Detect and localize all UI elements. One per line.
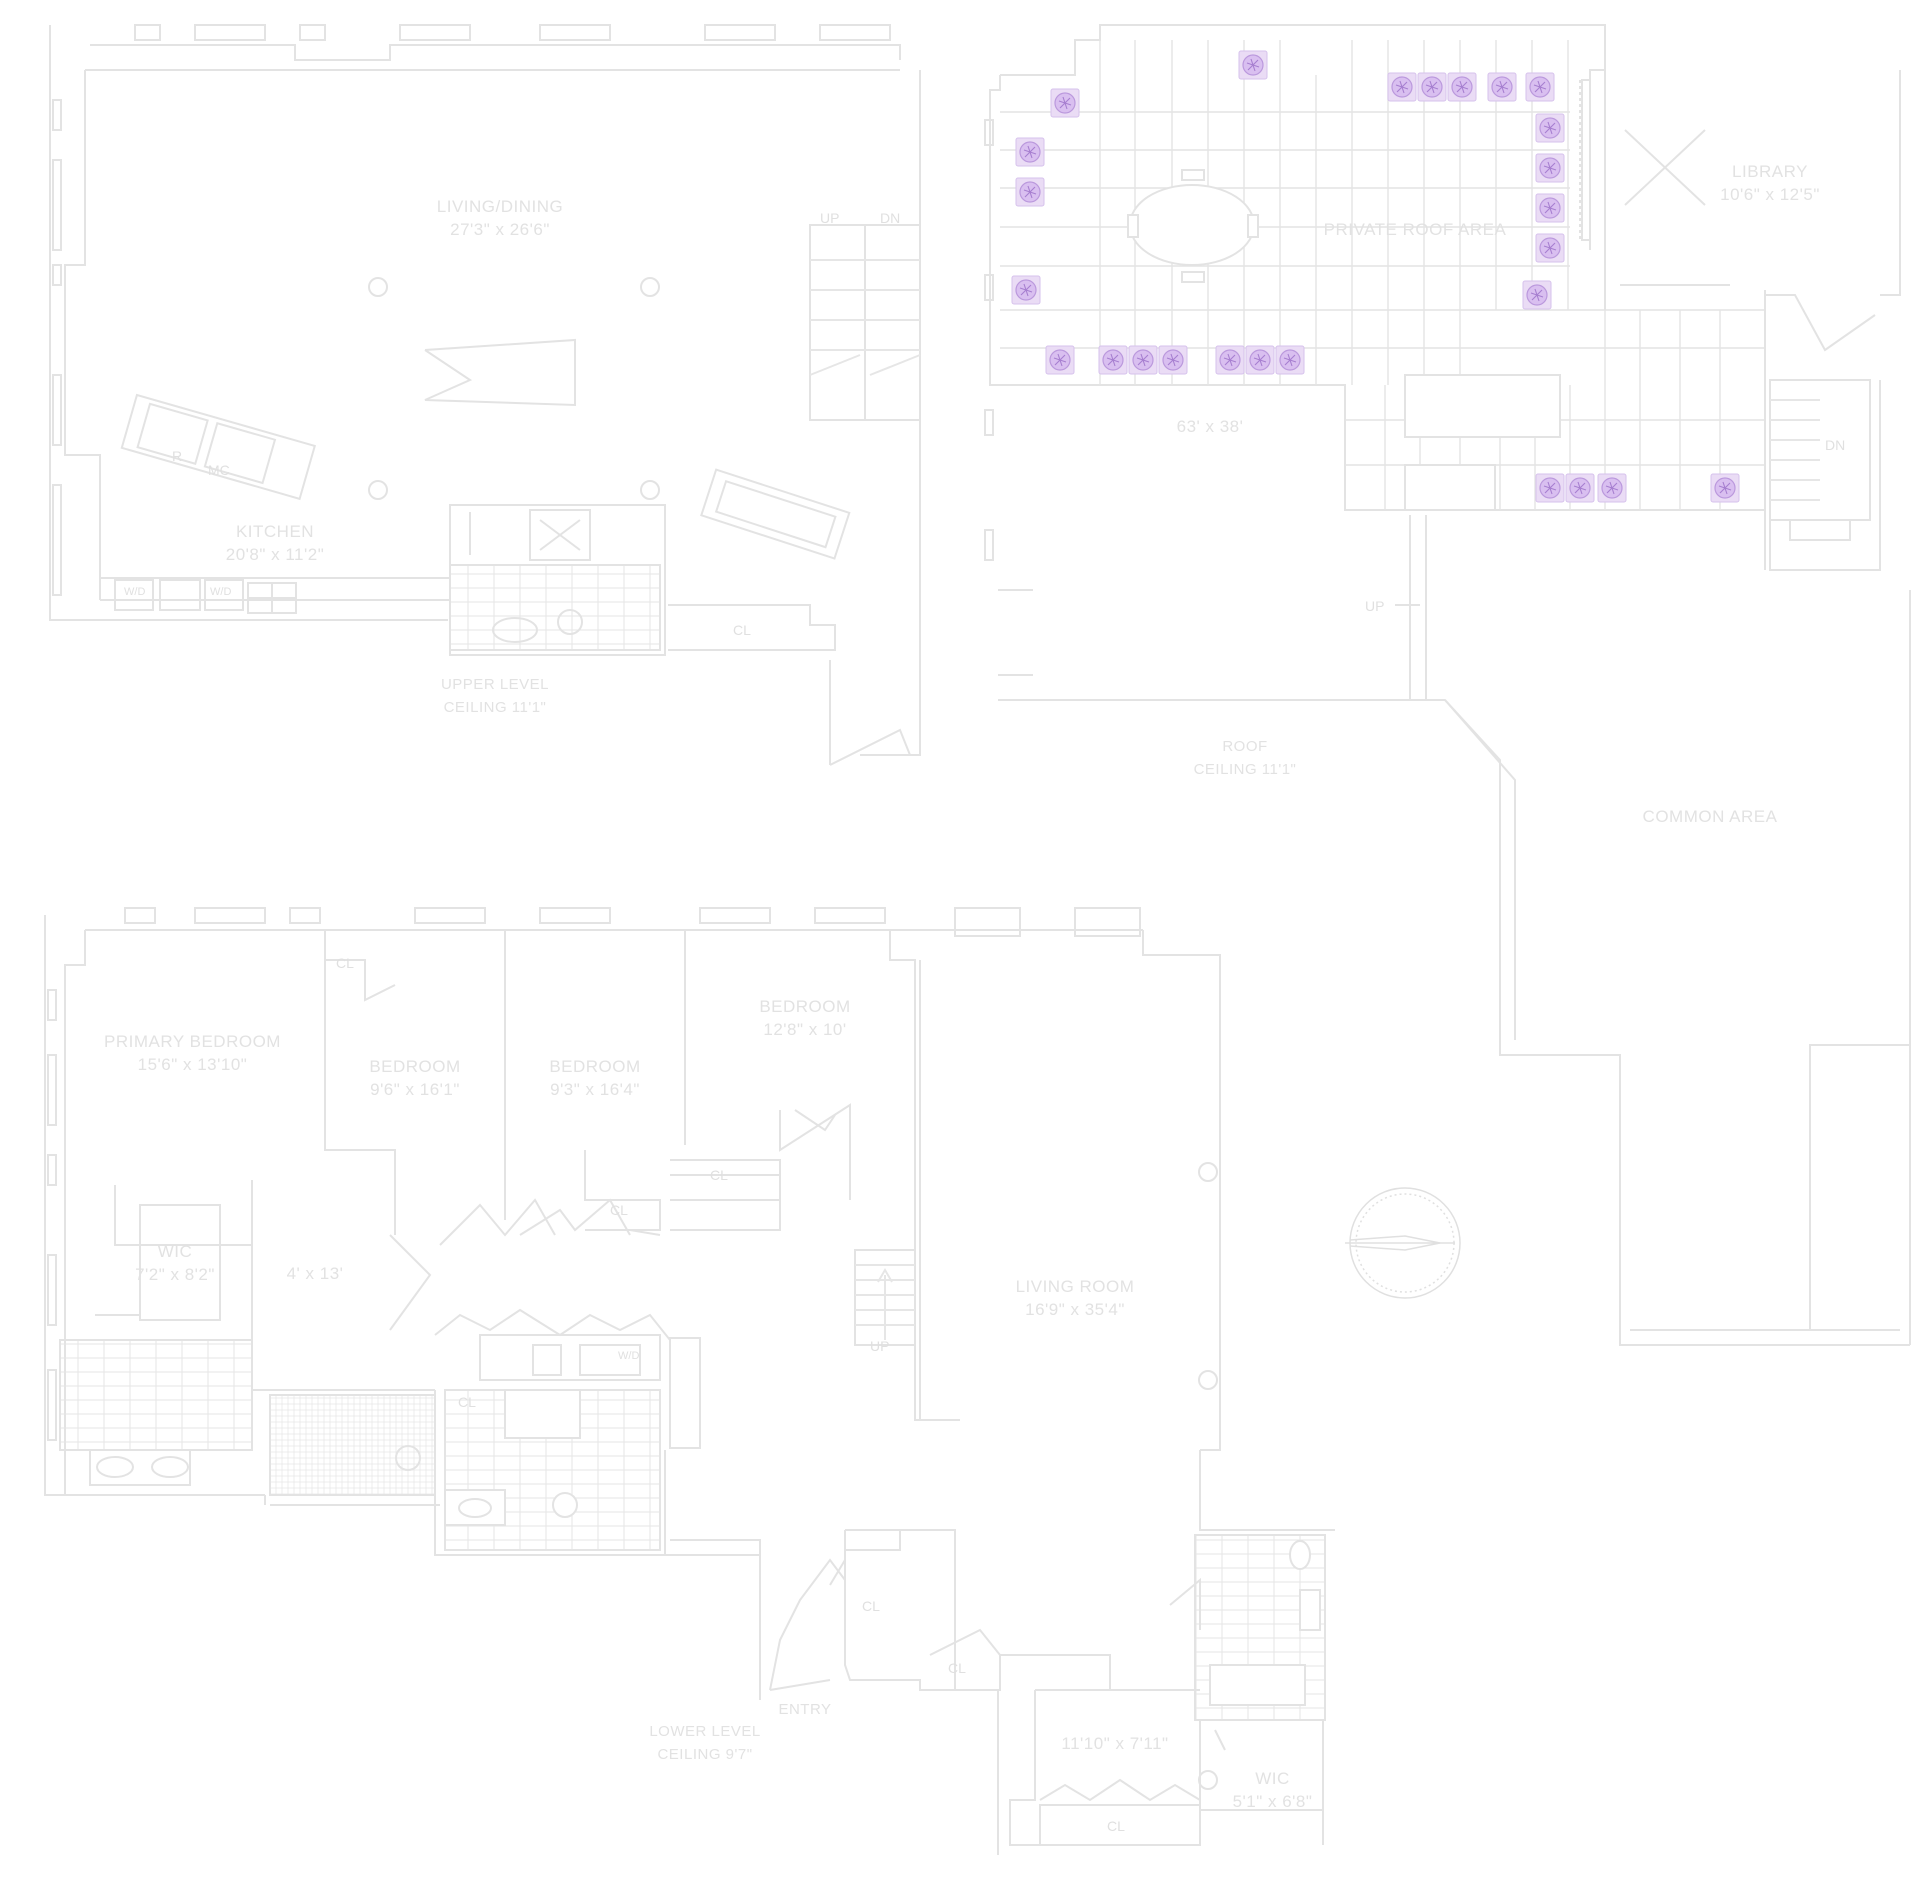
kitchen-label: KITCHEN 20'8" x 11'2" [200, 520, 350, 566]
upper-level-ceiling: CEILING 11'1" [443, 699, 547, 716]
bedroom-4-name: BEDROOM [759, 997, 851, 1016]
planters [1011, 50, 1740, 503]
common-area-name: COMMON AREA [1642, 807, 1778, 826]
primary-bedroom-label: PRIMARY BEDROOM 15'6" x 13'10" [95, 1030, 290, 1076]
upper-left-walls [49, 24, 921, 766]
up-tag-upper: UP [820, 210, 840, 226]
library-label: LIBRARY 10'6" x 12'5" [1690, 160, 1850, 206]
living-room-name: LIVING ROOM [1015, 1277, 1135, 1296]
closet-tag-upper: CL [733, 622, 751, 638]
closet-tag-bed4: CL [710, 1167, 728, 1183]
hall-label: 4' x 13' [270, 1262, 360, 1285]
bedroom-3-name: BEDROOM [549, 1057, 641, 1076]
upper-level-note: UPPER LEVEL CEILING 11'1" [420, 673, 570, 719]
wic-dims: 7'2" x 8'2" [135, 1265, 215, 1284]
closet-tag-bed3: CL [610, 1202, 628, 1218]
roof-corridor-walls [998, 515, 1911, 1346]
entry-name: ENTRY [778, 1701, 832, 1718]
living-room-label: LIVING ROOM 16'9" x 35'4" [995, 1275, 1155, 1321]
bedroom-4-dims: 12'8" x 10' [763, 1020, 847, 1039]
closet-tag-foyer: CL [862, 1598, 880, 1614]
entry-label: ENTRY [770, 1698, 840, 1721]
up-tag-lower: UP [870, 1338, 890, 1354]
bedroom-2-dims: 9'6" x 16'1" [370, 1080, 460, 1099]
dn-tag-library: DN [1825, 437, 1846, 453]
library-walls [1589, 25, 1901, 571]
microwave-tag: MC [208, 462, 230, 478]
wic-small-dims: 5'1" x 6'8" [1232, 1792, 1313, 1811]
wic-small-name: WIC [1255, 1769, 1290, 1788]
bedroom-4-label: BEDROOM 12'8" x 10' [740, 995, 870, 1041]
closet-tag-bed2: CL [336, 955, 354, 971]
bedroom-3-dims: 9'3" x 16'4" [550, 1080, 640, 1099]
roof-terrace-label: PRIVATE ROOF AREA [1300, 218, 1530, 241]
bedroom-3-label: BEDROOM 9'3" x 16'4" [530, 1055, 660, 1101]
bedroom-2-label: BEDROOM 9'6" x 16'1" [350, 1055, 480, 1101]
roof-terrace-dims: 63' x 38' [1176, 417, 1244, 436]
upper-level-name: UPPER LEVEL [440, 676, 550, 693]
primary-bedroom-name: PRIMARY BEDROOM [104, 1032, 281, 1051]
up-tag-roof: UP [1365, 598, 1385, 614]
lower-level-note: LOWER LEVEL CEILING 9'7" [635, 1720, 775, 1766]
wd-tag-1: W/D [124, 586, 146, 598]
library-dims: 10'6" x 12'5" [1720, 185, 1820, 204]
primary-bedroom-dims: 15'6" x 13'10" [137, 1055, 248, 1074]
lower-level-walls [44, 907, 1335, 1855]
roof-name: ROOF [1222, 738, 1268, 755]
kitchen-name: KITCHEN [235, 522, 315, 541]
kitchen-dims: 20'8" x 11'2" [225, 545, 325, 564]
roof-terrace-name: PRIVATE ROOF AREA [1323, 220, 1507, 239]
common-area-label: COMMON AREA [1620, 805, 1800, 828]
library-name: LIBRARY [1732, 162, 1808, 181]
compass-rose [1345, 1187, 1461, 1299]
closet-tag-den: CL [1107, 1818, 1125, 1834]
wd-tag-lower: W/D [618, 1350, 640, 1362]
den-dims: 11'10" x 7'11" [1061, 1734, 1169, 1753]
closet-tag-bath: CL [458, 1394, 476, 1410]
living-dining-dims: 27'3" x 26'6" [450, 220, 550, 239]
dn-tag-upper: DN [880, 210, 901, 226]
living-dining-label: LIVING/DINING 27'3" x 26'6" [410, 195, 590, 241]
lower-level-name: LOWER LEVEL [649, 1723, 761, 1740]
wd-tag-2: W/D [210, 586, 232, 598]
bedroom-2-name: BEDROOM [369, 1057, 461, 1076]
roof-ceiling: CEILING 11'1" [1193, 761, 1297, 778]
roof-label: ROOF CEILING 11'1" [1170, 735, 1320, 781]
wic-label: WIC 7'2" x 8'2" [120, 1240, 230, 1286]
wic-small-label: WIC 5'1" x 6'8" [1225, 1767, 1320, 1813]
hall-dims: 4' x 13' [286, 1264, 344, 1283]
closet-tag-foyer-2: CL [948, 1660, 966, 1676]
roof-terrace-dims-label: 63' x 38' [1140, 415, 1280, 438]
den-label: 11'10" x 7'11" [1045, 1732, 1185, 1755]
fridge-tag: R [172, 448, 183, 464]
living-dining-name: LIVING/DINING [436, 197, 564, 216]
living-room-dims: 16'9" x 35'4" [1025, 1300, 1125, 1319]
wic-name: WIC [157, 1242, 193, 1261]
lower-level-ceiling: CEILING 9'7" [657, 1746, 753, 1763]
